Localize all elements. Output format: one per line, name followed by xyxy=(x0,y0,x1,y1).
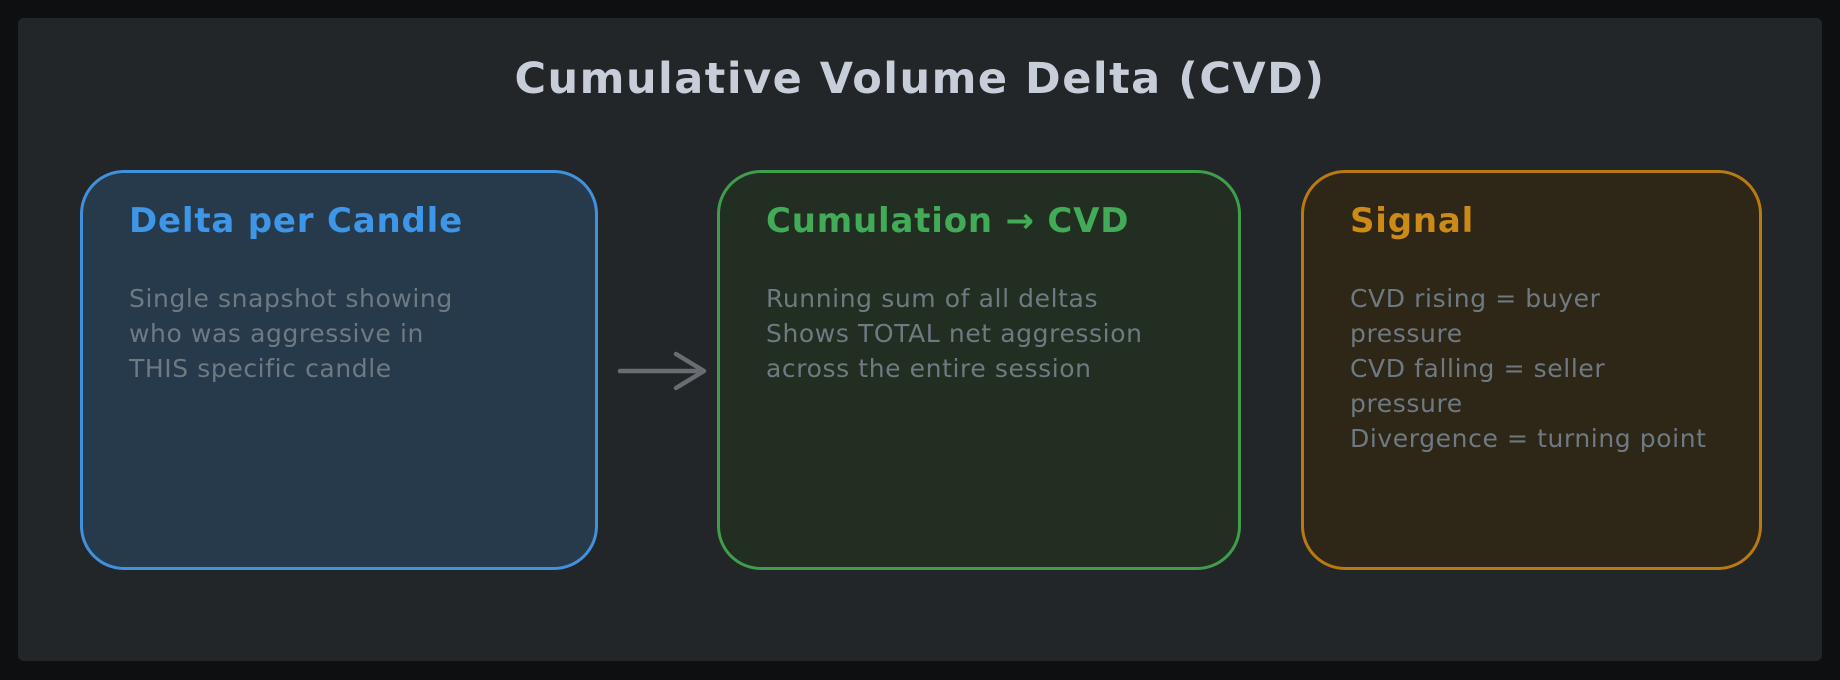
card-text-line: Shows TOTAL net aggression xyxy=(766,319,1143,348)
card-cumulation-cvd: Cumulation → CVD Running sum of all delt… xyxy=(717,170,1241,570)
diagram-title: Cumulative Volume Delta (CVD) xyxy=(514,54,1326,104)
card-signal-heading: Signal xyxy=(1350,201,1475,241)
card-delta-per-candle-heading: Delta per Candle xyxy=(129,201,463,241)
card-text-line: THIS specific candle xyxy=(129,354,392,383)
card-signal: Signal CVD rising = buyer pressure CVD f… xyxy=(1301,170,1762,570)
card-text-line: Single snapshot showing xyxy=(129,284,453,313)
card-signal-body: CVD rising = buyer pressure CVD falling … xyxy=(1350,281,1713,456)
card-text-line: CVD rising = buyer pressure xyxy=(1350,284,1601,348)
card-delta-per-candle: Delta per Candle Single snapshot showing… xyxy=(80,170,598,570)
card-text-line: across the entire session xyxy=(766,354,1092,383)
whiteboard-canvas: Cumulative Volume Delta (CVD) Delta per … xyxy=(18,18,1822,661)
card-text-line: Running sum of all deltas xyxy=(766,284,1099,313)
card-text-line: CVD falling = seller pressure xyxy=(1350,354,1606,418)
flow-arrow-icon xyxy=(617,351,707,391)
card-cumulation-cvd-heading: Cumulation → CVD xyxy=(766,201,1130,241)
card-delta-per-candle-body: Single snapshot showing who was aggressi… xyxy=(129,281,549,386)
card-cumulation-cvd-body: Running sum of all deltas Shows TOTAL ne… xyxy=(766,281,1192,386)
card-text-line: Divergence = turning point xyxy=(1350,424,1707,453)
card-text-line: who was aggressive in xyxy=(129,319,424,348)
